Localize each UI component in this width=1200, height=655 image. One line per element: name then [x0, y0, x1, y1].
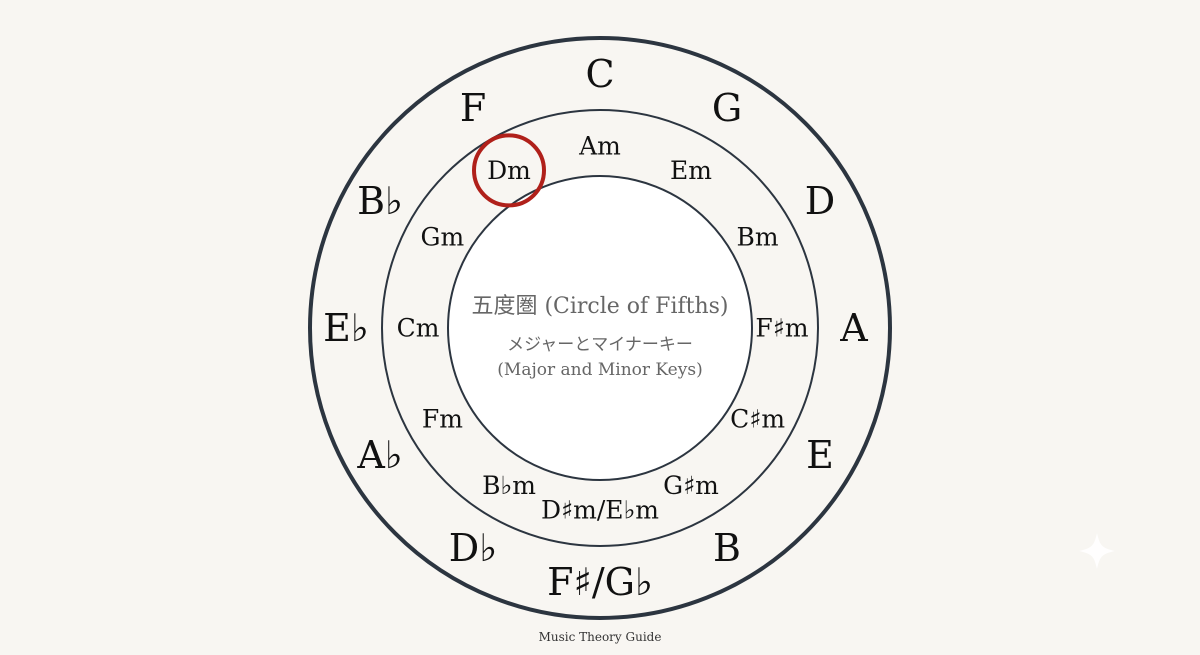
major-key-label-1: G: [712, 86, 742, 130]
center-circle: [447, 175, 753, 481]
minor-key-label-6: D♯m/E♭m: [541, 496, 659, 525]
major-key-label-5: B: [713, 526, 741, 570]
diagram-subtitle-jp: メジャーとマイナーキー: [507, 335, 693, 355]
minor-key-label-9: Cm: [397, 314, 440, 343]
minor-key-label-2: Bm: [737, 223, 779, 252]
footer-label: Music Theory Guide: [538, 630, 662, 644]
major-key-label-3: A: [839, 306, 868, 350]
minor-key-label-5: G♯m: [663, 471, 719, 500]
minor-key-label-3: F♯m: [755, 314, 808, 343]
diagram-title: 五度圏 (Circle of Fifths): [471, 294, 728, 319]
major-key-label-10: B♭: [357, 179, 403, 223]
minor-key-label-7: B♭m: [482, 471, 536, 500]
minor-key-label-4: C♯m: [730, 405, 785, 434]
highlight-circle: [472, 133, 546, 208]
minor-key-label-0: Am: [578, 132, 621, 161]
major-key-label-8: A♭: [356, 433, 402, 477]
minor-key-label-8: Fm: [422, 405, 463, 434]
major-key-label-11: F: [460, 86, 486, 130]
diagram-subtitle-en: (Major and Minor Keys): [497, 360, 702, 380]
major-key-label-9: E♭: [323, 306, 369, 350]
major-key-label-2: D: [805, 179, 835, 223]
major-key-label-7: D♭: [449, 526, 497, 570]
sparkle-icon: [1079, 533, 1115, 569]
minor-key-label-10: Gm: [421, 223, 465, 252]
minor-key-label-11: Dm: [487, 156, 531, 185]
major-key-label-0: C: [585, 52, 614, 96]
major-key-label-4: E: [806, 433, 834, 477]
major-keys-ring: C G D A E B F♯/G♭ D♭ A♭ E♭ B♭ F: [323, 52, 868, 604]
major-key-label-6: F♯/G♭: [547, 560, 653, 604]
minor-key-label-1: Em: [670, 156, 712, 185]
